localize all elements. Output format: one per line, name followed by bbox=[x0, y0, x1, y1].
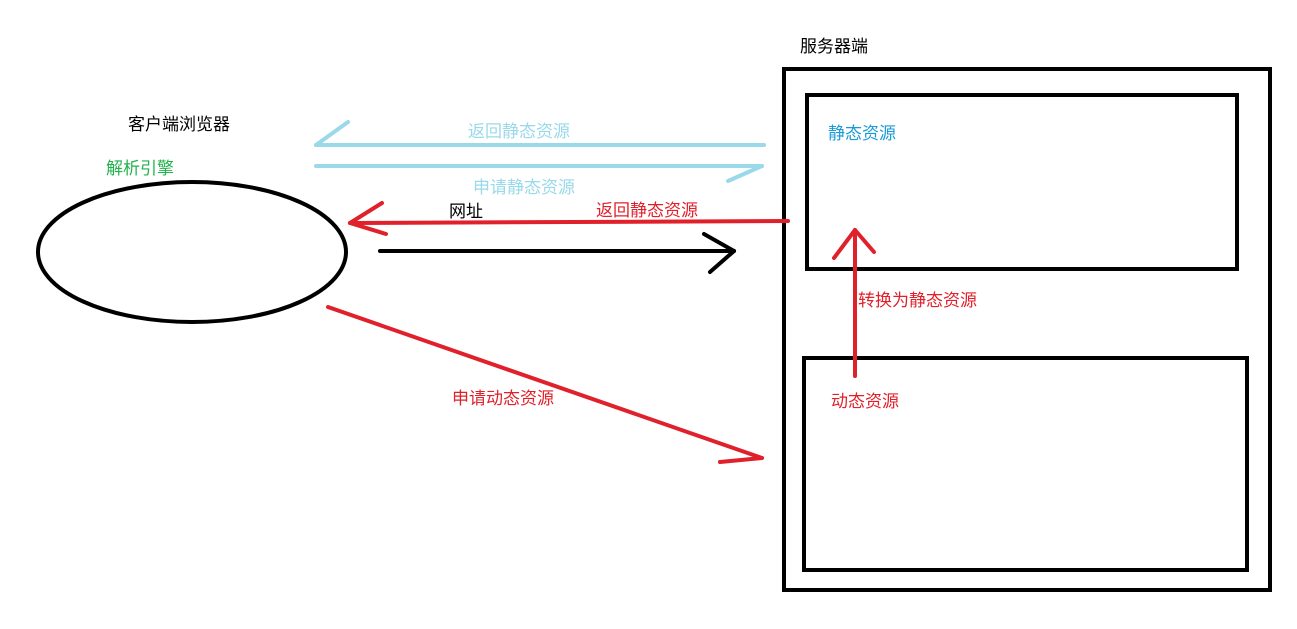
dynamic-resource-label: 动态资源 bbox=[831, 392, 899, 412]
dynamic-resource-box bbox=[802, 356, 1249, 572]
server-box bbox=[782, 67, 1272, 592]
return-static-blue-arrow bbox=[314, 120, 766, 147]
url-label: 网址 bbox=[449, 202, 483, 222]
return-static-blue-label: 返回静态资源 bbox=[468, 122, 570, 142]
request-dynamic-arrow bbox=[326, 305, 764, 464]
return-static-red-label: 返回静态资源 bbox=[596, 201, 698, 221]
browser-ellipse bbox=[36, 180, 348, 324]
request-dynamic-label: 申请动态资源 bbox=[452, 389, 554, 409]
url-arrow bbox=[378, 232, 736, 274]
request-static-blue-label: 申请静态资源 bbox=[473, 178, 575, 198]
request-static-blue-arrow bbox=[314, 164, 764, 183]
static-resource-box bbox=[805, 93, 1239, 271]
client-browser-label: 客户端浏览器 bbox=[128, 115, 230, 135]
convert-to-static-arrow bbox=[832, 228, 876, 378]
server-side-label: 服务器端 bbox=[800, 37, 868, 57]
convert-to-static-label: 转换为静态资源 bbox=[858, 291, 977, 311]
return-static-red-arrow bbox=[348, 201, 790, 236]
static-resource-label: 静态资源 bbox=[828, 124, 896, 144]
parse-engine-label: 解析引擎 bbox=[106, 159, 174, 179]
